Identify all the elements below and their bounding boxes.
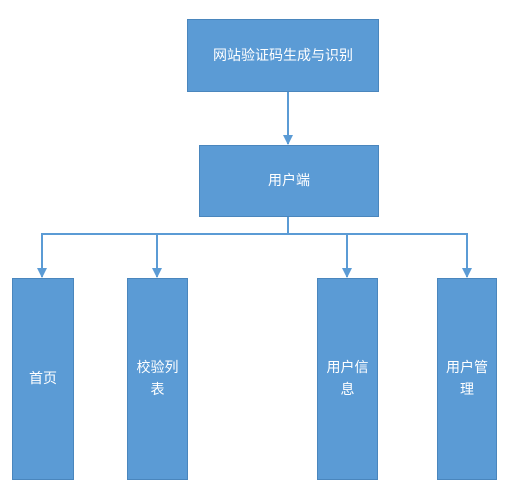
node-label: 校验列表 (136, 360, 179, 398)
node-website-captcha: 网站验证码生成与识别 (187, 19, 379, 92)
node-verify-list: 校验列表 (127, 278, 188, 480)
node-user-side: 用户端 (199, 145, 379, 217)
node-user-info: 用户信息 (317, 278, 378, 480)
node-label: 首页 (29, 371, 57, 387)
node-label: 用户端 (268, 173, 310, 189)
node-user-management: 用户管理 (437, 278, 497, 480)
node-label: 网站验证码生成与识别 (213, 47, 353, 64)
node-label: 用户信息 (326, 360, 369, 398)
node-home: 首页 (12, 278, 74, 480)
node-label: 用户管理 (446, 360, 488, 398)
